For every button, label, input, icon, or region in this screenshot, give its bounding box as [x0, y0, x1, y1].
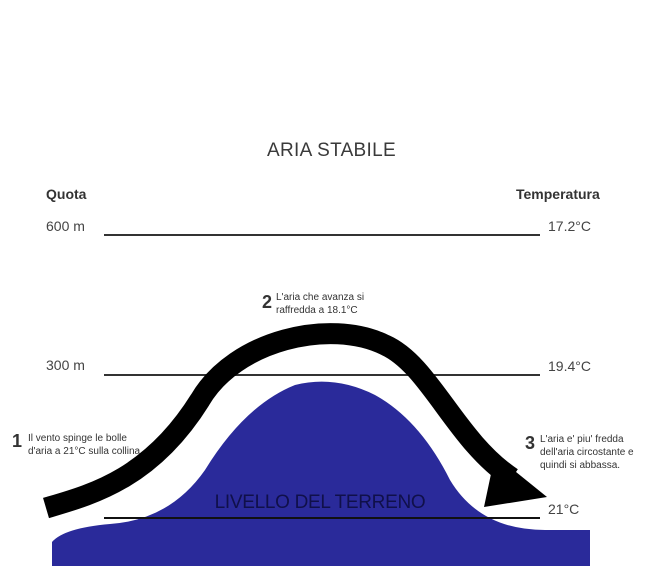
temperature-header: Temperatura [516, 186, 600, 202]
step-1-text: Il vento spinge le bolle d'aria a 21°C s… [28, 433, 141, 457]
diagram-title: ARIA STABILE [267, 140, 396, 161]
altitude-header: Quota [46, 186, 87, 202]
airflow-arrowhead [484, 455, 547, 507]
altitude-label-300: 300 m [46, 357, 85, 373]
altitude-label-600: 600 m [46, 218, 85, 234]
airflow-arrow-body [43, 323, 519, 519]
temperature-label-300: 19.4°C [548, 358, 591, 374]
step-2-number: 2 [262, 292, 273, 312]
step-2-text: L'aria che avanza si raffredda a 18.1°C [276, 292, 365, 316]
step-1-number: 1 [12, 431, 23, 451]
ground-level-label: LIVELLO DEL TERRENO [214, 492, 426, 513]
temperature-label-600: 17.2°C [548, 218, 591, 234]
step-3-number: 3 [525, 433, 536, 453]
hill-shape [52, 381, 590, 566]
step-3-text: L'aria e' piu' fredda dell'aria circosta… [540, 434, 634, 471]
temperature-label-ground: 21°C [548, 501, 580, 517]
